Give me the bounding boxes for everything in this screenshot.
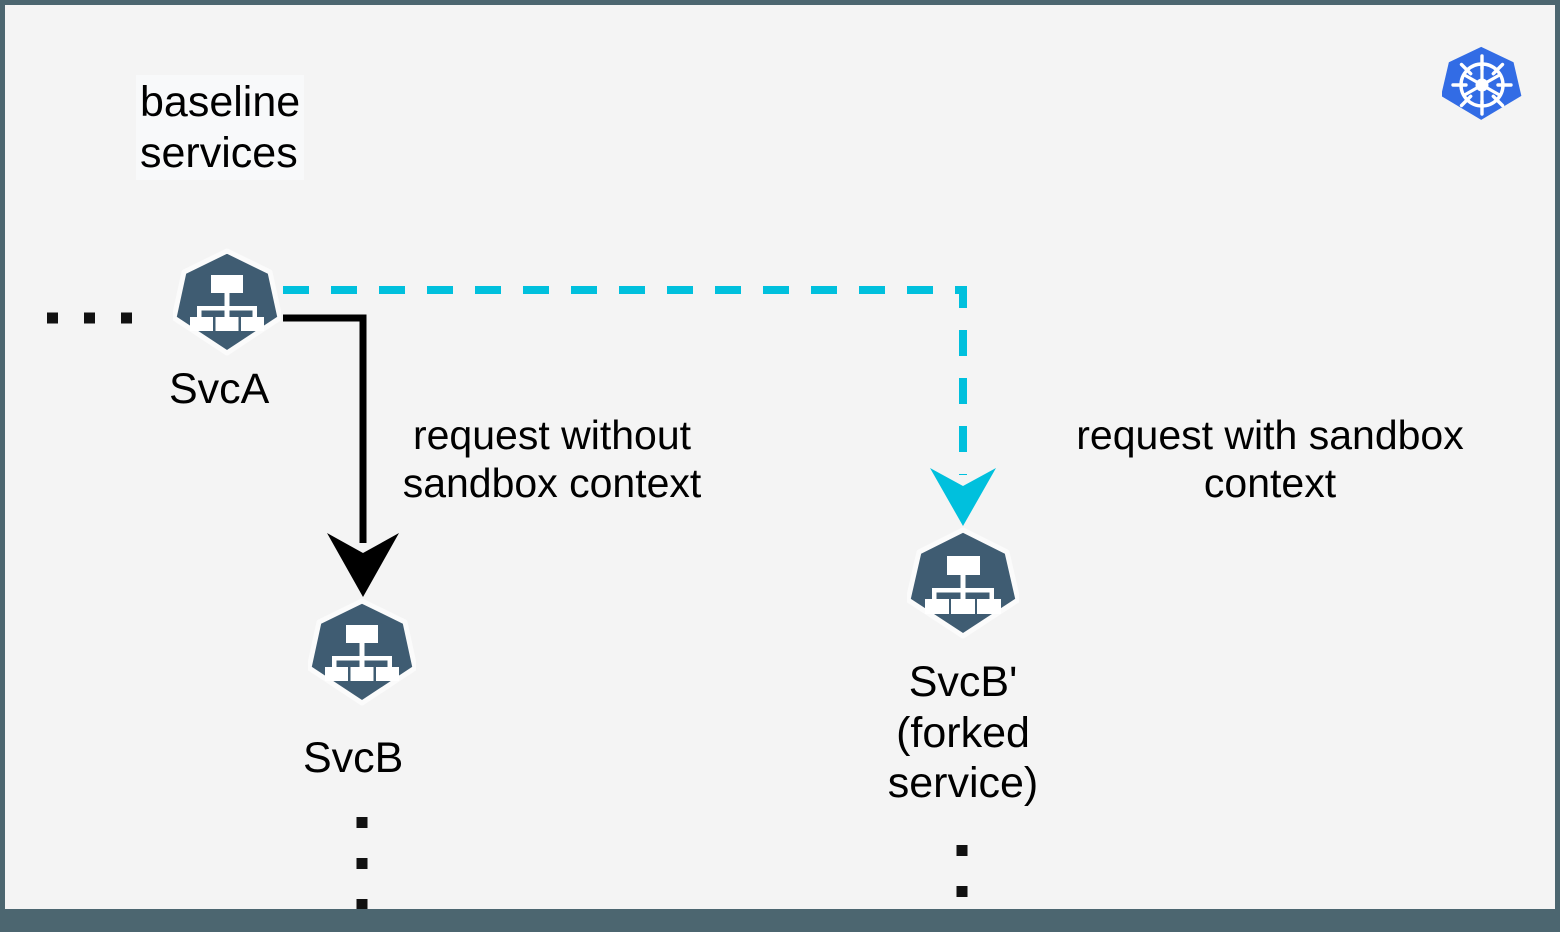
node-svca-label: SvcA bbox=[169, 365, 270, 413]
svcb-prime-line3: service) bbox=[887, 759, 1039, 808]
request-with-sandbox-context-label: request with sandbox context bbox=[1037, 411, 1503, 508]
request-with-line1: request with sandbox bbox=[1076, 412, 1464, 458]
node-svca[interactable] bbox=[173, 248, 281, 360]
node-svcb[interactable] bbox=[308, 598, 416, 710]
baseline-services-line1: baseline bbox=[140, 78, 301, 126]
svcb-prime-line1: SvcB' bbox=[908, 658, 1018, 706]
request-without-line2: sandbox context bbox=[402, 460, 702, 507]
service-hierarchy-icon bbox=[325, 625, 399, 681]
baseline-services-line2: services bbox=[140, 128, 298, 177]
kubernetes-logo-icon bbox=[1442, 43, 1522, 127]
request-without-line1: request without bbox=[412, 412, 692, 458]
baseline-services-label: baseline services bbox=[136, 75, 305, 181]
service-hierarchy-icon bbox=[925, 556, 1001, 614]
bottom-bar bbox=[5, 909, 1555, 927]
node-svcb-label: SvcB bbox=[303, 734, 404, 782]
request-without-sandbox-context-edge bbox=[283, 314, 399, 597]
request-with-line2: context bbox=[1203, 460, 1337, 507]
request-with-sandbox-context-edge bbox=[283, 286, 996, 526]
node-svcb-prime[interactable] bbox=[907, 527, 1019, 643]
node-svcb-prime-label: SvcB' (forked service) bbox=[845, 657, 1081, 809]
connector-layer bbox=[47, 286, 996, 927]
svcb-prime-line2: (forked bbox=[896, 708, 1030, 757]
request-without-sandbox-context-label: request without sandbox context bbox=[377, 411, 727, 508]
service-hierarchy-icon bbox=[190, 275, 264, 331]
